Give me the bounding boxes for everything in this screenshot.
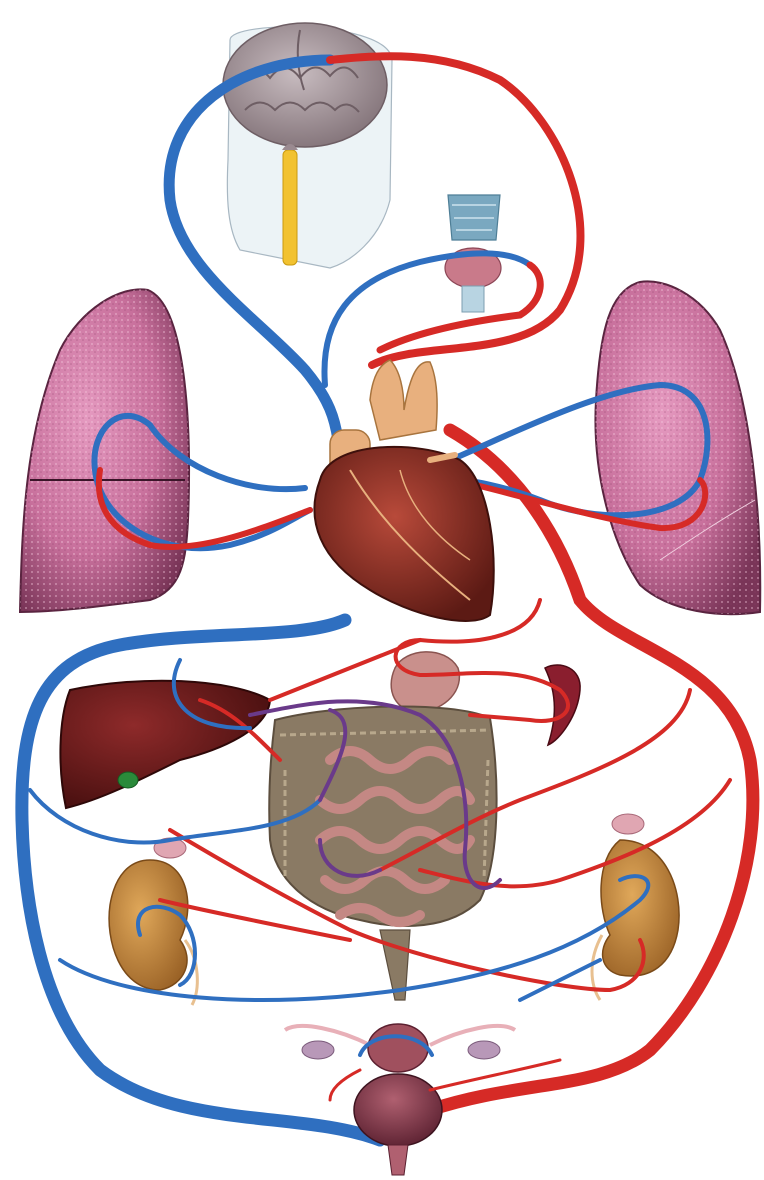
right-lung — [595, 281, 760, 614]
larynx — [448, 195, 500, 240]
stomach — [391, 652, 459, 712]
thyroid-vessels — [324, 253, 540, 385]
heart — [314, 360, 493, 621]
left-lung — [20, 289, 189, 612]
liver — [60, 681, 270, 808]
right-kidney — [592, 814, 679, 1000]
uterus — [368, 1024, 428, 1072]
brain — [223, 23, 387, 147]
large-intestine — [269, 706, 496, 925]
spinal-cord — [282, 144, 298, 265]
gallbladder — [118, 772, 138, 788]
spleen — [545, 665, 580, 745]
